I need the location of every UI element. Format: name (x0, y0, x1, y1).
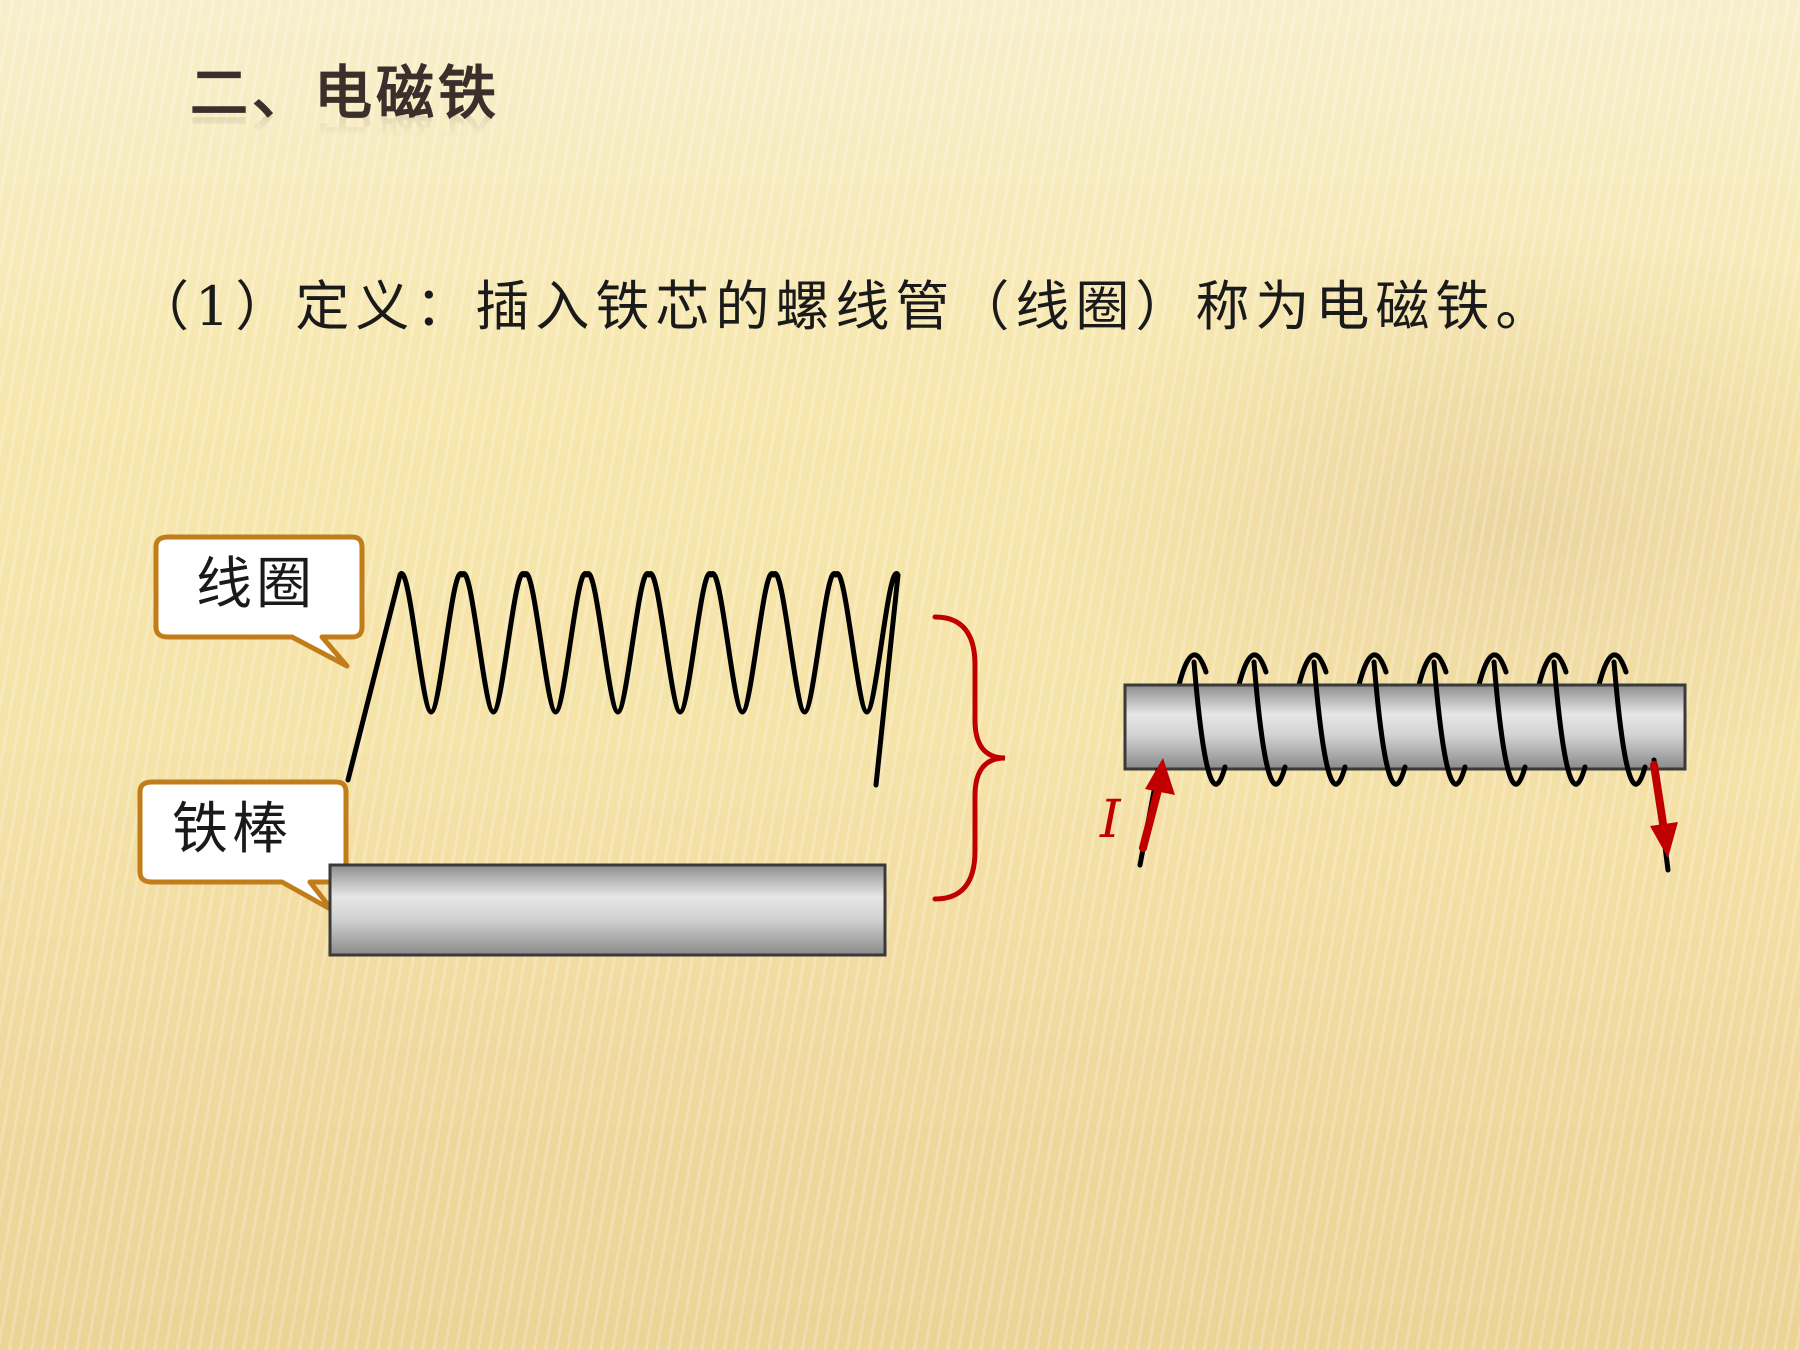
coil-callout (153, 534, 365, 669)
electromagnet-front-turns (1191, 659, 1648, 787)
electromagnet-back-turns (1162, 652, 1629, 765)
rod-label: 铁棒 (172, 797, 292, 862)
definition-text: （1）定义：插入铁芯的螺线管（线圈）称为电磁铁。 (135, 275, 1556, 338)
slide-title: 二、电磁铁 (190, 59, 501, 127)
coil-wire (345, 571, 901, 788)
electromagnet-core (1123, 683, 1687, 771)
coil-callout-bubble (153, 534, 365, 669)
iron-rod (328, 863, 887, 957)
title-block: 二、电磁铁 二、电磁铁 (190, 58, 690, 178)
combine-brace (932, 614, 1006, 902)
rod-callout-bubble (137, 779, 349, 913)
current-in-arrow (1139, 758, 1175, 852)
coil-label: 线圈 (196, 552, 316, 617)
current-label: I (1100, 790, 1121, 850)
rod-callout (137, 779, 349, 913)
current-out-arrow (1650, 761, 1678, 858)
